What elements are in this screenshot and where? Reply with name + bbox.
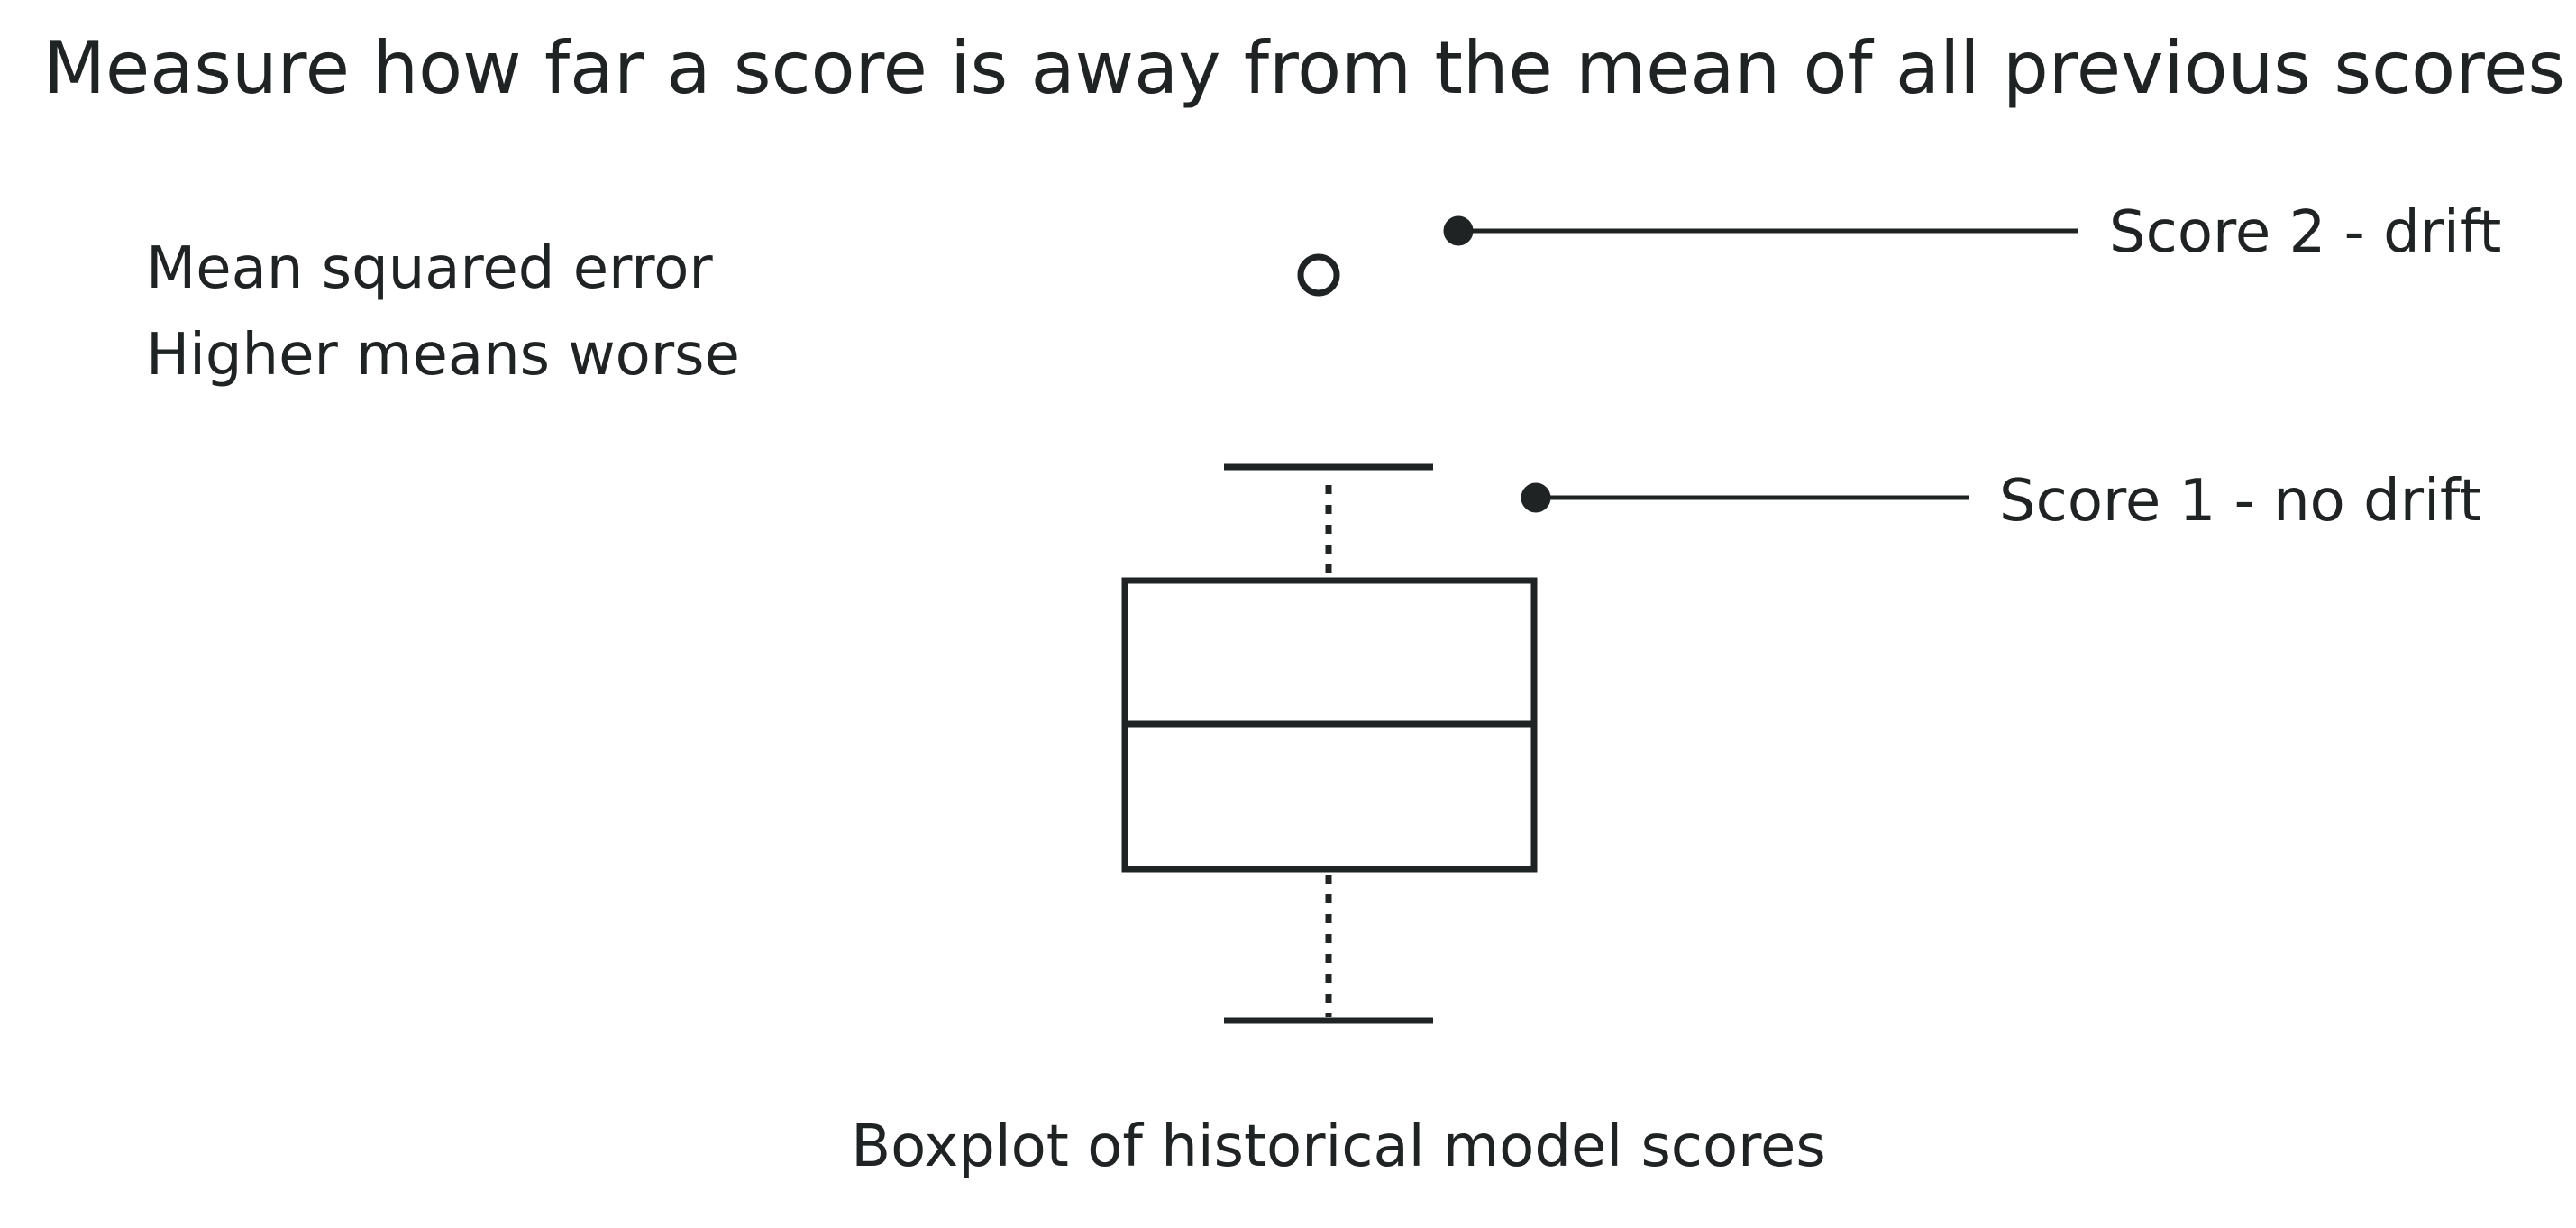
score1-pointer-dot	[1521, 482, 1551, 513]
metric-name: Mean squared error	[146, 235, 713, 302]
outlier-point	[1297, 253, 1340, 297]
diagram-caption: Boxplot of historical model scores	[851, 1113, 1826, 1180]
score2-label: Score 2 - drift	[2109, 199, 2502, 266]
score1-label: Score 1 - no drift	[1999, 468, 2482, 535]
score2-pointer-dot	[1443, 215, 1474, 246]
metric-note: Higher means worse	[146, 322, 740, 389]
slide-title: Measure how far a score is away from the…	[43, 26, 2566, 110]
